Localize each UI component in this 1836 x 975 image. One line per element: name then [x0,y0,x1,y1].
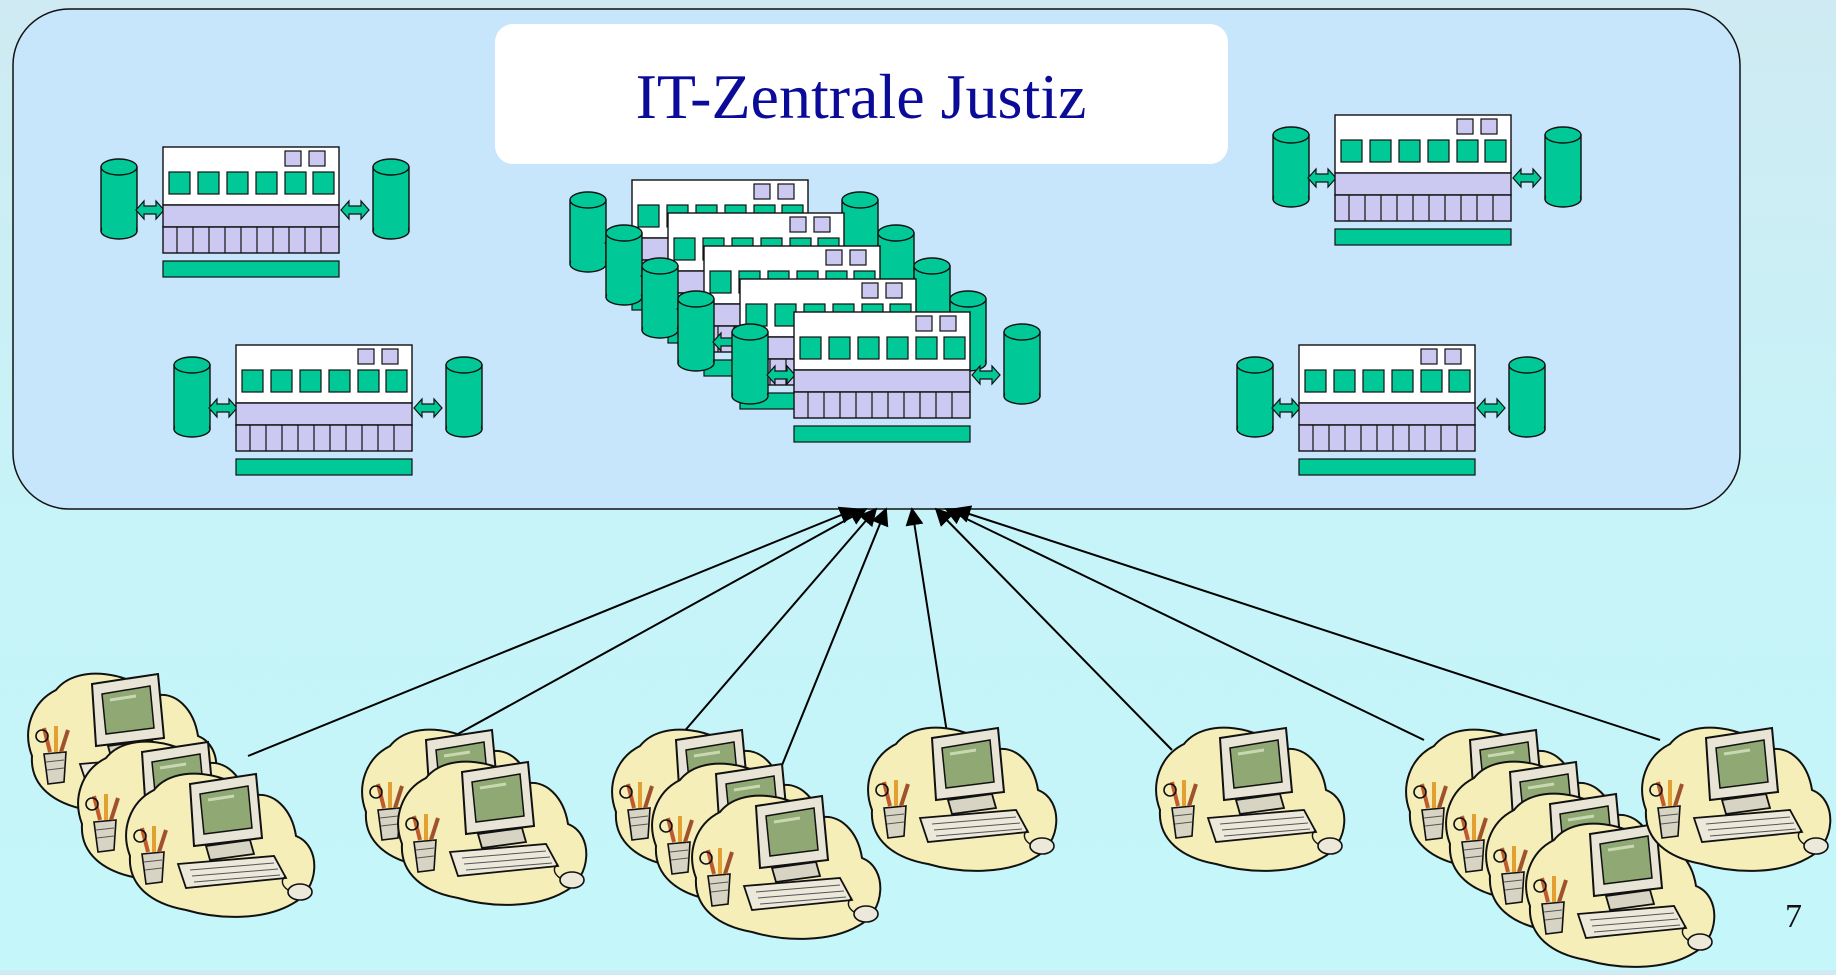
workstation-icon [1640,725,1833,873]
workstation-group [360,727,589,907]
workstation-group [610,727,883,941]
page-number: 7 [1785,898,1802,935]
arrow-icon [952,505,1661,741]
page-title: IT-Zentrale Justiz [636,61,1087,132]
arrow-icon [446,508,868,741]
arrow-icon [775,507,889,781]
arrow-icon [944,507,1425,741]
workstation-icon [124,771,317,919]
title-box [495,24,1228,164]
workstation-group [26,671,317,919]
workstation-icon [690,793,883,941]
arrow-icon [247,506,858,757]
arrow-icon [681,507,878,735]
arrow-icon [905,507,951,753]
workstation-icon [396,759,589,907]
workstation-icon [866,725,1059,873]
connection-arrows [247,505,1661,781]
arrow-icon [934,507,1173,751]
workstation-icon [1154,725,1347,873]
